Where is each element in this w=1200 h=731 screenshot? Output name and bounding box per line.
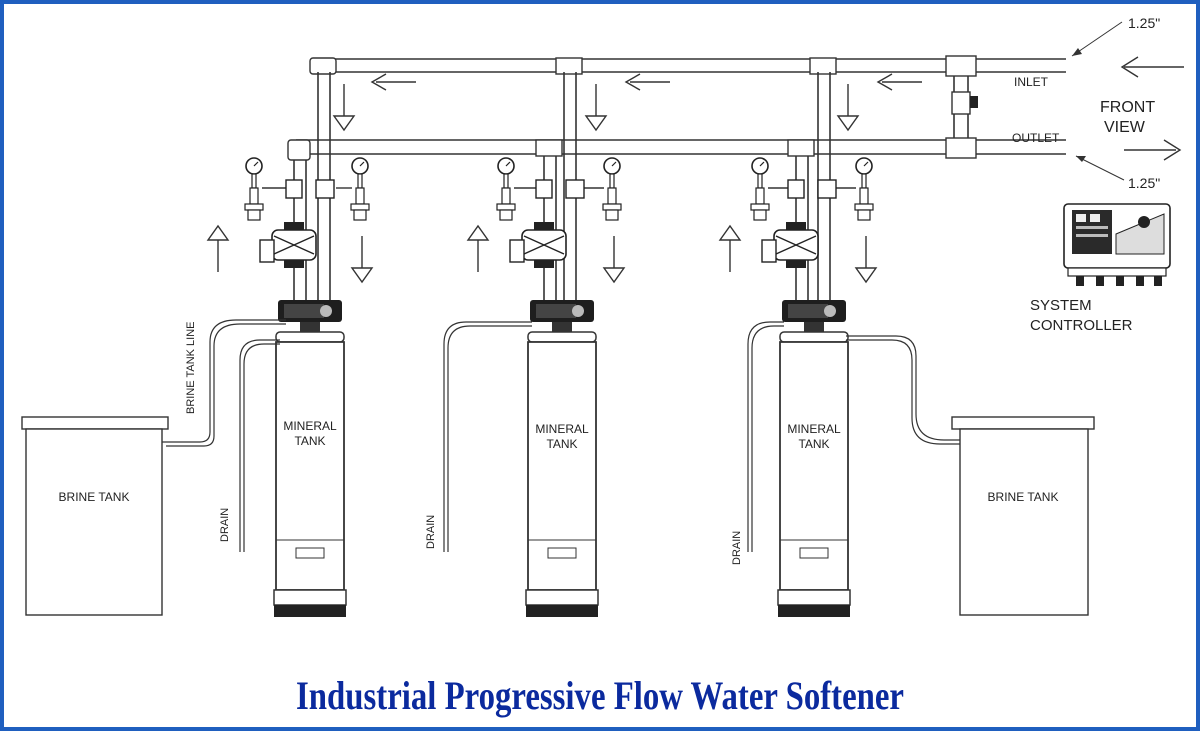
brine-and-drain-lines [162,319,962,552]
mineral-tank-3 [777,299,851,618]
dimension-leaders [1071,21,1125,181]
mineral-tank-2 [525,299,599,618]
brine-tank-right-label: BRINE TANK [988,490,1059,504]
flow-arrow-left-1 [371,73,417,91]
pipe-size-bottom: 1.25" [1128,175,1160,191]
mineral-tank-1 [273,299,347,618]
softener-unit-3 [719,72,877,618]
system-controller [1063,203,1171,286]
system-label: SYSTEM [1030,297,1092,314]
outlet-label: OUTLET [1012,131,1060,145]
mineral-tank-2-label: MINERAL [535,422,589,436]
tank-3-label: TANK [798,437,829,451]
brine-tank-line-label: BRINE TANK LINE [185,321,197,414]
brine-tank-left-label: BRINE TANK [59,490,130,504]
flow-arrow-inlet [1120,56,1184,78]
flow-arrow-left-3 [877,73,923,91]
tank-2-label: TANK [546,437,577,451]
pipe-size-top: 1.25" [1128,15,1160,31]
drain-2-label: DRAIN [425,515,437,549]
front-label: FRONT [1100,99,1155,116]
inlet-pipe [309,55,1066,77]
mineral-tank-3-label: MINERAL [787,422,841,436]
drain-1-label: DRAIN [219,508,231,542]
controller-label: CONTROLLER [1030,317,1133,334]
tank-1-label: TANK [294,434,325,448]
outlet-pipe [287,137,1066,161]
mineral-tank-1-label: MINERAL [283,419,337,433]
diagram-title: Industrial Progressive Flow Water Soften… [296,673,904,718]
softener-unit-1 [207,72,373,618]
view-label: VIEW [1104,119,1146,136]
flow-arrow-left-2 [625,73,671,91]
brine-tank-right [951,416,1095,616]
softener-diagram: 1.25" INLET OUTLET FRONT VIEW 1.25" SYST… [21,15,1184,618]
inlet-label: INLET [1014,75,1049,89]
drain-3-label: DRAIN [731,531,743,565]
brine-tank-left [21,416,169,616]
flow-arrow-outlet [1124,139,1182,161]
bypass-valve [951,76,978,138]
softener-unit-2 [467,72,625,618]
